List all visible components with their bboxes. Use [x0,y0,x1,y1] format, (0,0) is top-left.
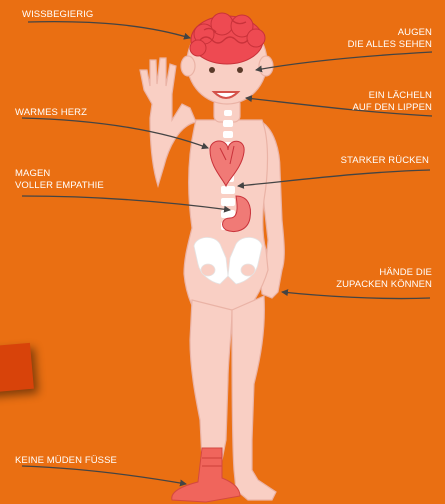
arrow-fuesse [22,466,186,484]
label-wissbegierig: WISSBEGIERIG [22,9,93,21]
label-haende: HÄNDE DIE ZUPACKEN KÖNNEN [336,267,432,291]
label-magen: MAGEN VOLLER EMPATHIE [15,168,104,192]
sock [172,448,240,502]
arrow-haende [282,292,430,299]
label-herz: WARMES HERZ [15,107,87,119]
label-ruecken: STARKER RÜCKEN [341,155,429,167]
arrow-wissbegierig [28,22,190,38]
label-augen: AUGEN DIE ALLES SEHEN [348,27,432,51]
arrow-augen [256,52,432,70]
label-laecheln: EIN LÄCHELN AUF DEN LIPPEN [352,90,432,114]
label-fuesse: KEINE MÜDEN FÜSSE [15,455,117,467]
